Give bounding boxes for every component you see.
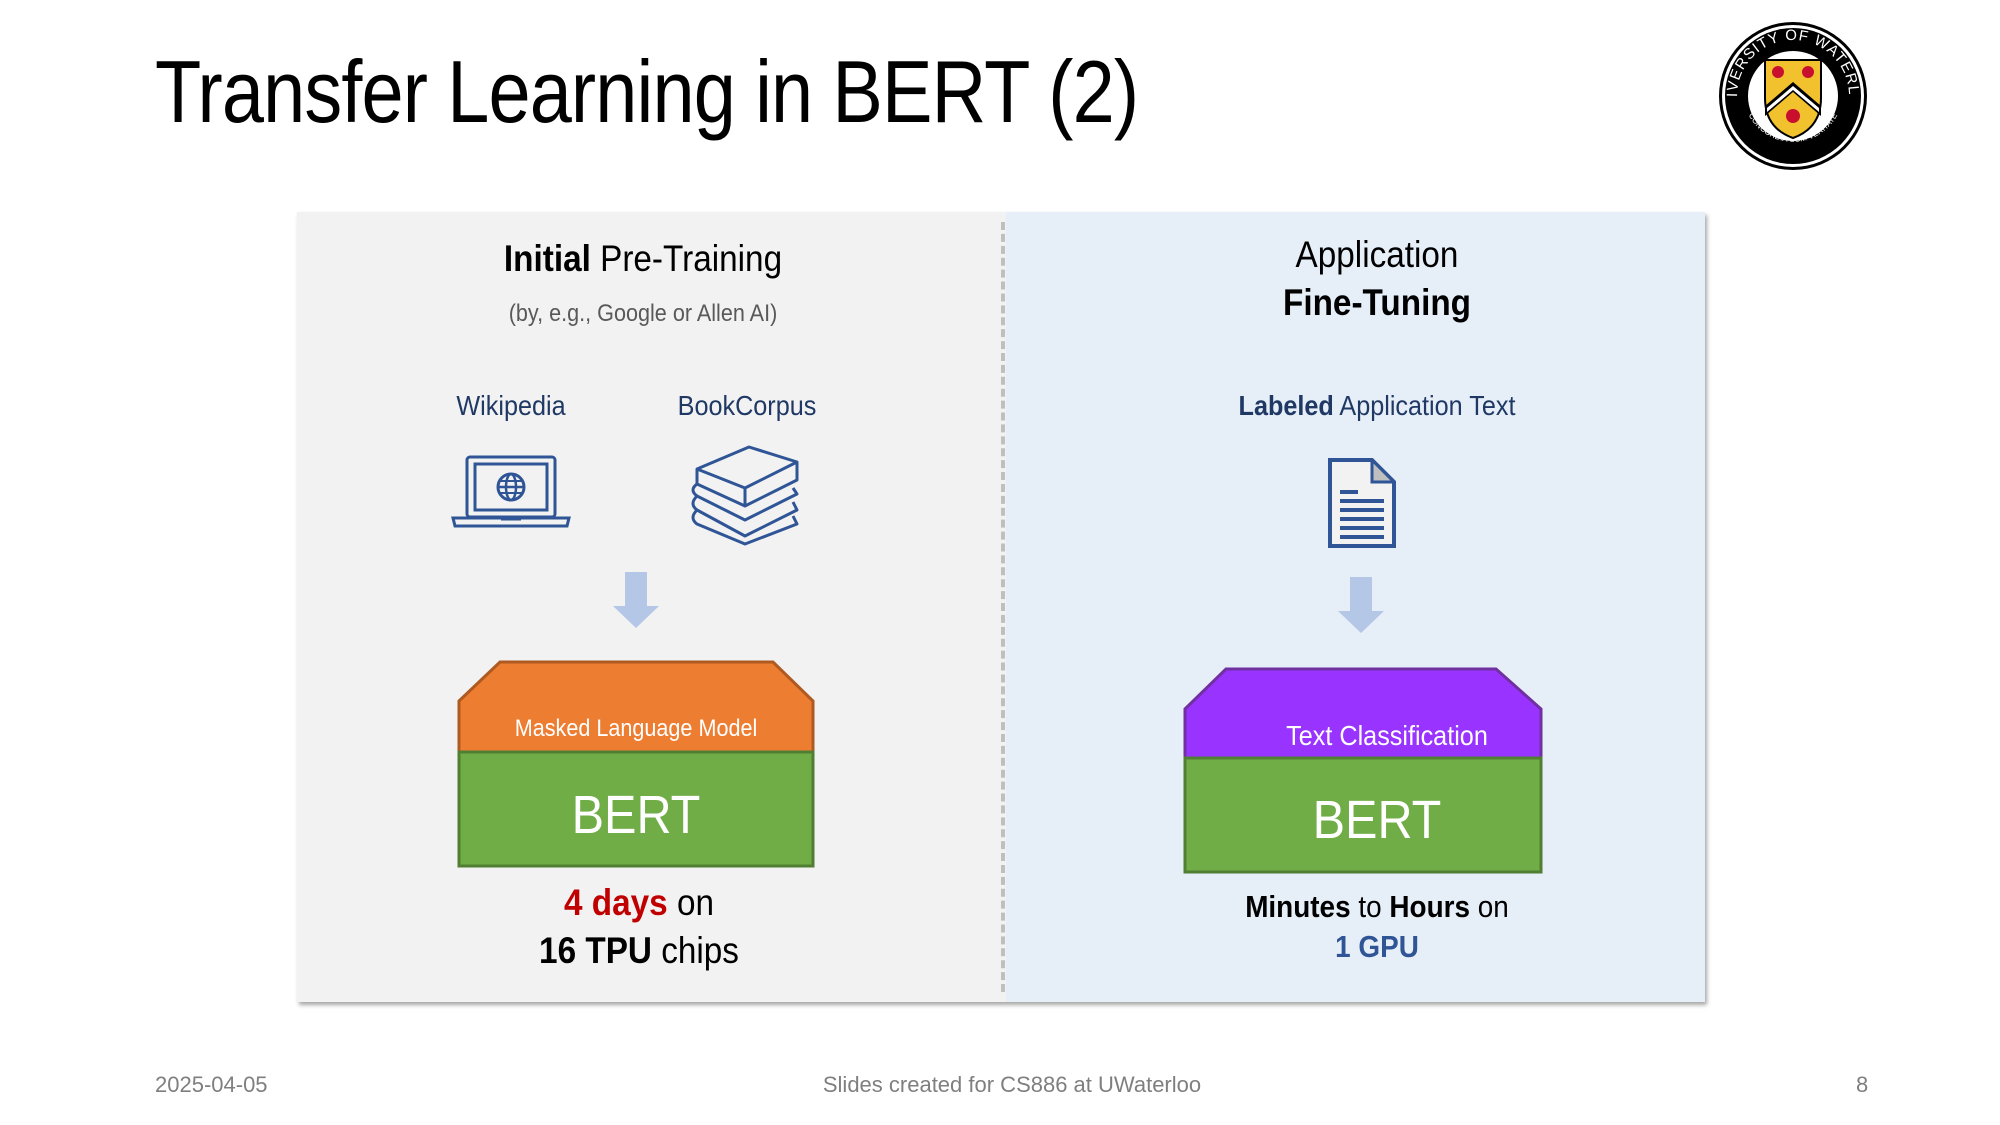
right-heading-line2: Fine-Tuning (1282, 282, 1472, 323)
diagram-panel: Initial Pre-Training (by, e.g., Google o… (297, 212, 1705, 1002)
slide-title: Transfer Learning in BERT (2) (155, 42, 1139, 141)
right-source-label: Labeled Application Text (1239, 390, 1516, 422)
right-model-stack (1183, 667, 1543, 874)
right-cost-line1: Minutes to Hours on (1245, 889, 1509, 925)
left-subtitle: (by, e.g., Google or Allen AI) (508, 300, 778, 327)
footer-page-number: 8 (1856, 1072, 1869, 1097)
document-icon (1328, 458, 1396, 548)
right-source-rest: Application Text (1333, 390, 1516, 421)
university-logo: UNIVERSITY OF WATERLOO CONCORDIA CUM VER… (1711, 7, 1869, 172)
right-bert-label: BERT (1312, 790, 1442, 850)
books-stack-icon (691, 445, 799, 546)
left-bert-label: BERT (571, 785, 701, 845)
right-cost-minutes: Minutes (1245, 889, 1351, 924)
right-heading-line1: Application (1295, 234, 1459, 275)
footer-date: 2025-04-05 (155, 1072, 268, 1097)
left-cost-line2: 16 TPU chips (539, 930, 739, 972)
laptop-globe-icon (451, 455, 571, 528)
right-cost-gpu: 1 GPU (1335, 929, 1419, 964)
down-arrow-icon (613, 572, 659, 628)
left-heading-bold: Initial (503, 238, 591, 279)
bert-body-shape (1183, 756, 1543, 874)
left-cost-on: on (667, 882, 714, 923)
bert-body-shape (457, 750, 815, 868)
mlm-head-label: Masked Language Model (514, 715, 758, 742)
right-source-bold: Labeled (1238, 390, 1334, 421)
waterloo-crest-icon: UNIVERSITY OF WATERLOO CONCORDIA CUM VER… (1711, 7, 1867, 170)
source-label-wikipedia: Wikipedia (456, 390, 566, 421)
left-heading: Initial Pre-Training (504, 238, 782, 280)
left-model-stack (457, 660, 815, 868)
right-cost-on: on (1470, 889, 1509, 924)
right-cost-to: to (1350, 889, 1390, 924)
left-cost-tpu: 16 TPU (539, 930, 652, 971)
down-arrow-icon (1338, 577, 1384, 633)
dashed-divider (1001, 222, 1005, 992)
left-heading-rest: Pre-Training (590, 238, 783, 279)
text-classification-label: Text Classification (1286, 720, 1488, 751)
right-cost-hours: Hours (1389, 889, 1471, 924)
left-cost-line1: 4 days on (564, 882, 714, 924)
left-cost-chips: chips (651, 930, 739, 971)
left-cost-days: 4 days (564, 882, 668, 923)
source-label-bookcorpus: BookCorpus (677, 390, 817, 421)
footer-center: Slides created for CS886 at UWaterloo (822, 1072, 1202, 1097)
